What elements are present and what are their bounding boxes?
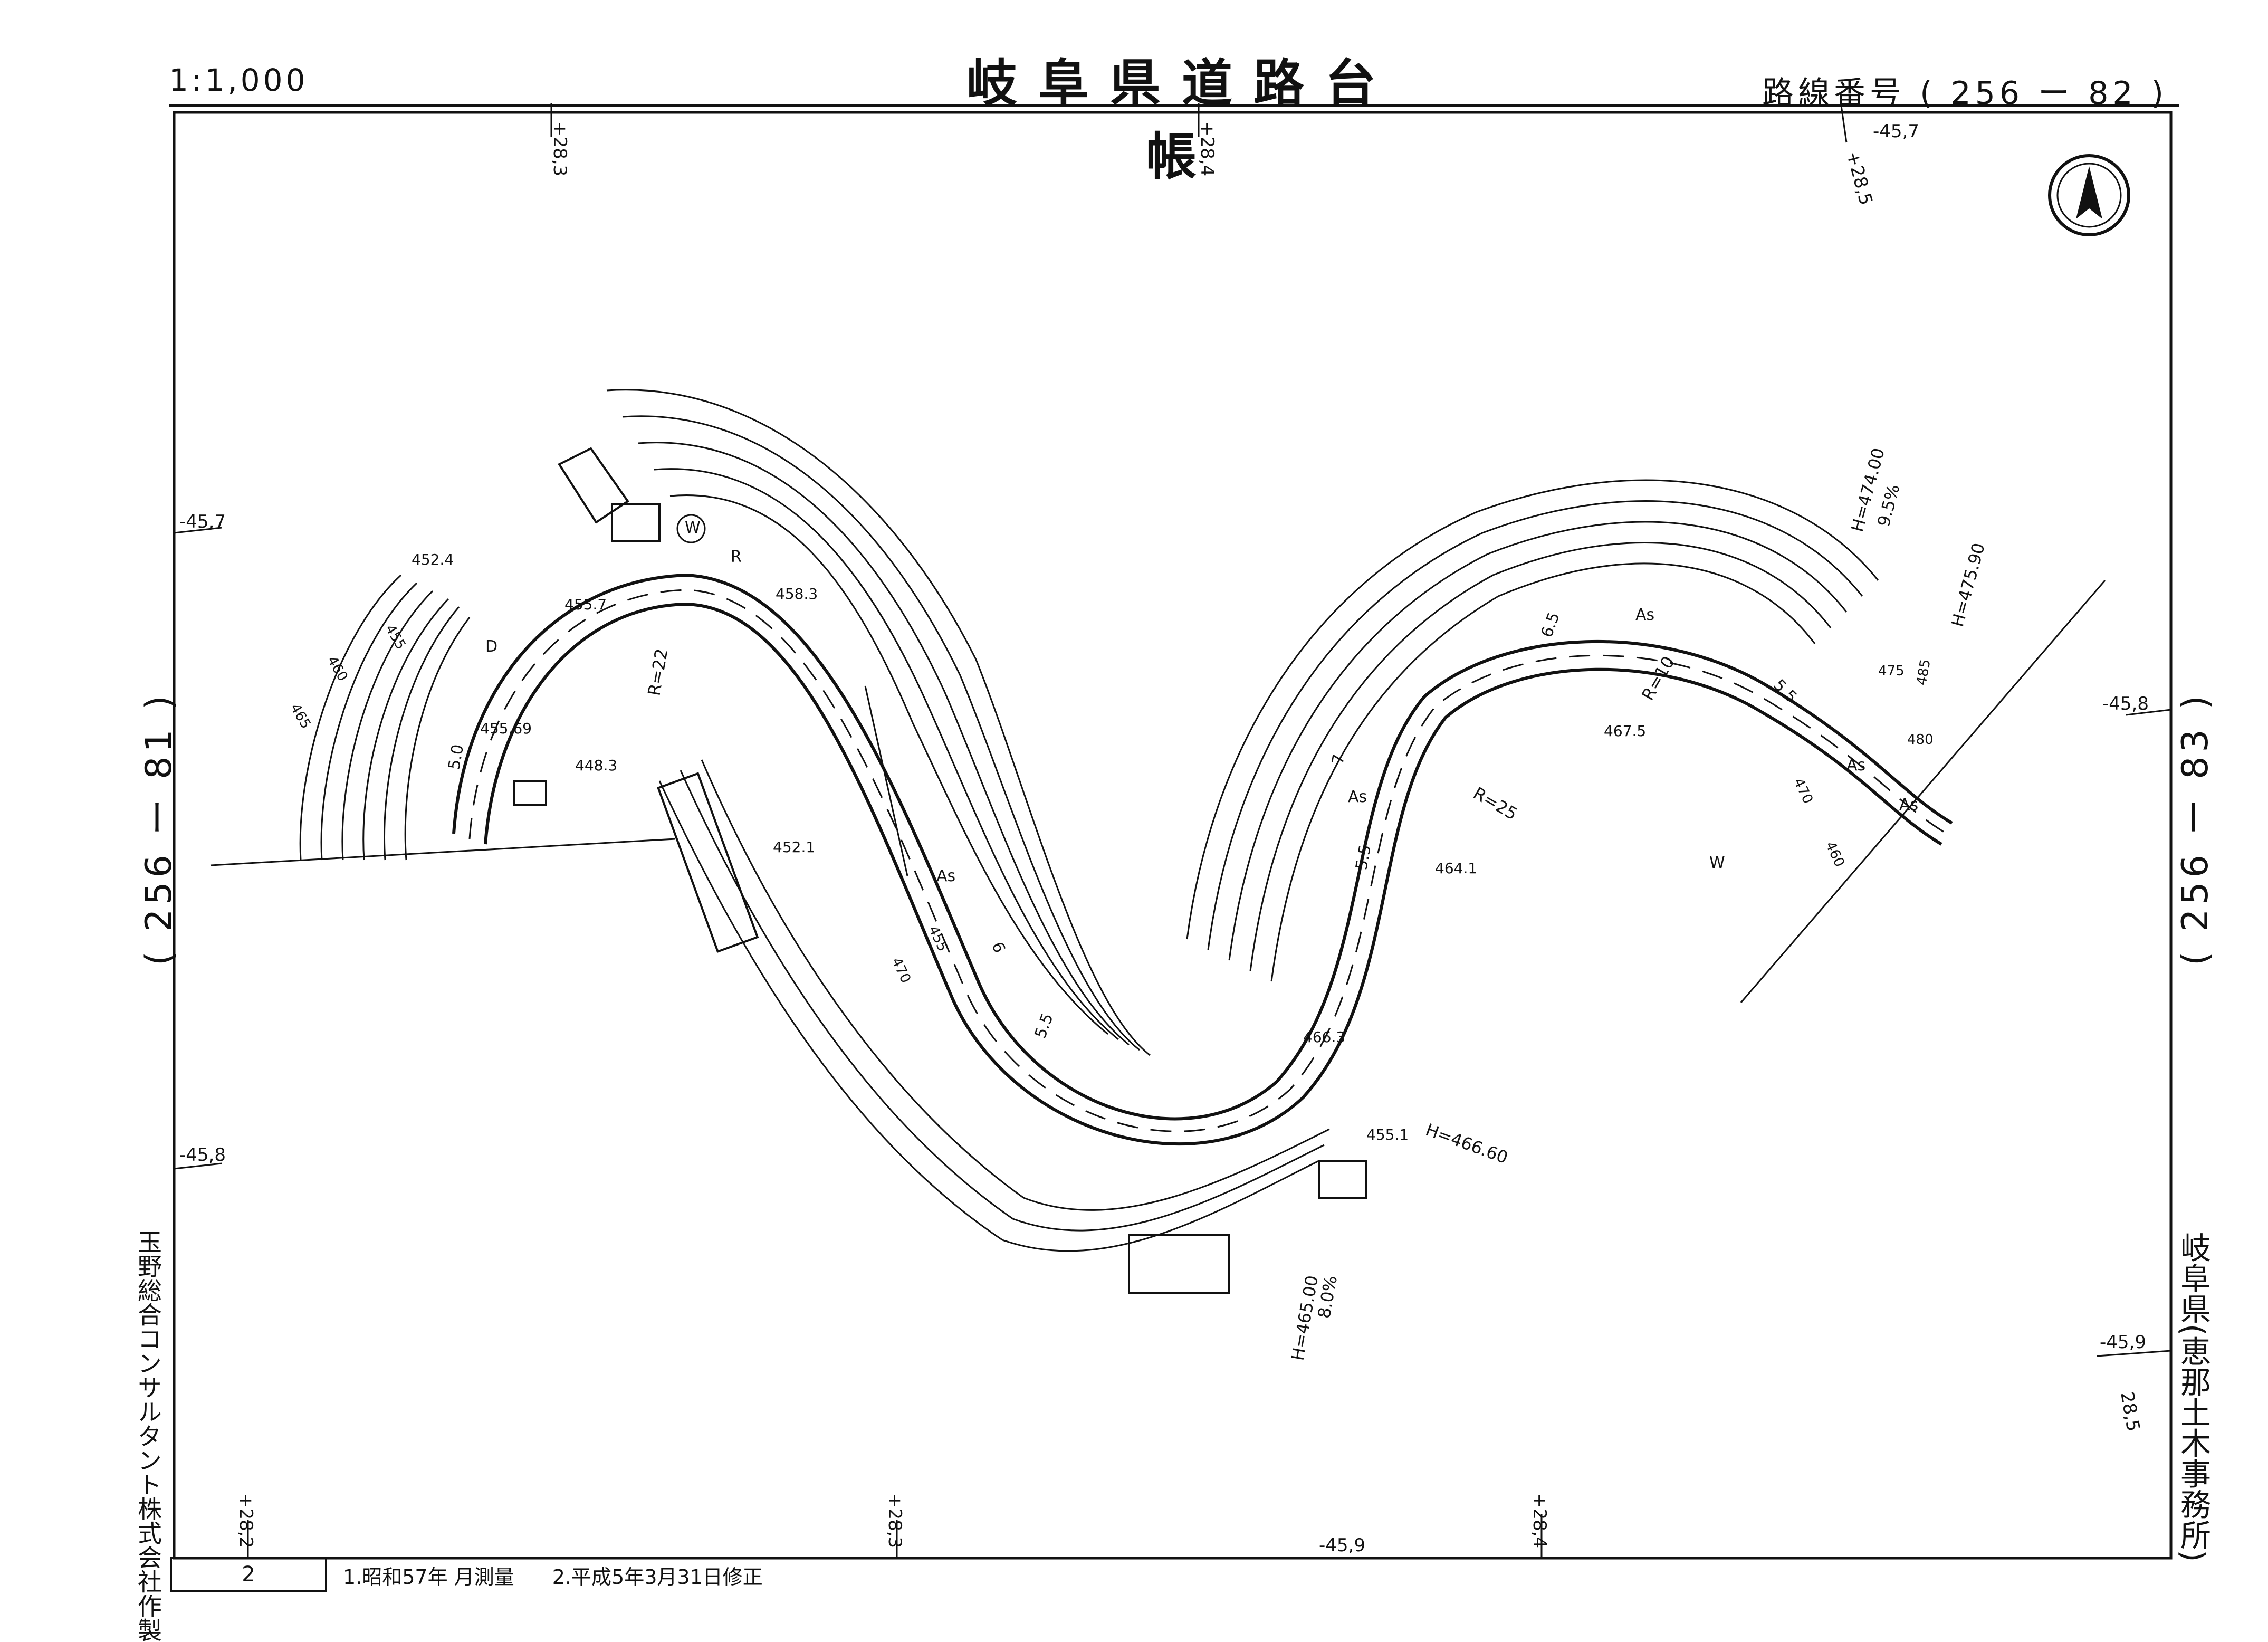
width-label: 5.5: [1352, 843, 1375, 871]
grid-label-right-2: -45,9: [2100, 1332, 2146, 1353]
surface-label: As: [1846, 756, 1865, 775]
map-symbol: W: [685, 519, 701, 537]
elevation-label: 452.4: [412, 551, 454, 568]
grid-label-bottom-2: +28,3: [884, 1493, 905, 1548]
map-symbol: D: [485, 637, 497, 656]
grid-label-bottom-1: +28,2: [235, 1493, 256, 1548]
map-frame: [173, 111, 2173, 1560]
radius-label: R=22: [644, 647, 672, 697]
grade-label: H=465.00: [1287, 1274, 1322, 1362]
boundary-lines: [210, 580, 2106, 1003]
grid-label-top-3: +28,5: [1842, 149, 1877, 207]
slope-lines: [658, 759, 1330, 1252]
contour-lines-right: [1186, 479, 1879, 982]
surveyor-credit: 玉野総合コンサルタント株式会社作製: [134, 1229, 162, 1642]
contour-value: 485: [1913, 658, 1934, 686]
contour-value: 470: [1791, 776, 1816, 806]
elevation-label: 452.1: [773, 838, 815, 856]
issuing-office: 岐阜県(恵那土木事務所): [2175, 1232, 2211, 1562]
revision-notes: 1.昭和57年 月測量 2.平成5年3月31日修正: [343, 1561, 795, 1590]
surface-label: As: [1635, 606, 1654, 624]
grid-label-left-2: -45,8: [179, 1144, 226, 1166]
width-label: 7: [1328, 753, 1348, 766]
grid-label-right-1: -45,8: [2102, 693, 2149, 714]
width-label: 5.5: [1031, 1011, 1057, 1041]
contour-value: 460: [324, 654, 351, 684]
elevation-label: 455.1: [1366, 1126, 1409, 1143]
revision-note: 2.平成5年3月31日修正: [552, 1565, 763, 1589]
elevation-label: 466.3: [1303, 1028, 1345, 1046]
contour-value: 470: [888, 955, 914, 986]
page-title: 岐阜県道路台帳: [966, 54, 1397, 186]
sheet-number: 2: [170, 1557, 327, 1592]
radius-label: R=25: [1470, 783, 1521, 824]
elevation-label: 455.7: [564, 596, 607, 613]
survey-note: 1.昭和57年 月測量: [343, 1565, 514, 1589]
grid-label-bottom-3: +28,4: [1529, 1493, 1550, 1548]
surface-label: As: [936, 867, 955, 885]
elevation-label: 467.5: [1604, 722, 1646, 740]
grid-label-bottom-mid: -45,9: [1319, 1535, 1365, 1556]
width-label: 6: [988, 940, 1008, 956]
grid-label-top-right: -45,7: [1873, 121, 1919, 142]
surface-label: As: [1348, 788, 1367, 806]
grid-ticks: [174, 103, 2171, 1558]
elevation-label: 458.3: [776, 585, 818, 603]
grid-label-left-1: -45,7: [179, 511, 226, 532]
surface-label: As: [1899, 796, 1918, 814]
elevation-label: 455.69: [480, 720, 532, 737]
water-well-icon: [676, 514, 706, 543]
grid-label-top-2: +28,4: [1197, 121, 1218, 176]
width-label: 5.0: [445, 743, 467, 771]
grid-label-top-1: +28,3: [549, 121, 570, 176]
contour-value: 455: [925, 923, 951, 954]
elevation-label: 464.1: [1435, 860, 1477, 877]
width-label: 6.5: [1538, 610, 1564, 640]
north-arrow-icon: [2048, 154, 2130, 236]
contour-value: 465: [287, 701, 314, 732]
grid-label-right-3: 28,5: [2116, 1390, 2144, 1433]
contour-lines-left: [299, 574, 471, 861]
road-alignment: [452, 573, 1953, 1146]
map-symbol: R: [731, 548, 742, 566]
contour-lines-center: [606, 389, 1151, 1056]
map-symbol: W: [1709, 854, 1725, 872]
grade-label: H=466.60: [1423, 1120, 1510, 1168]
contour-value: 480: [1907, 732, 1934, 748]
buildings: [513, 447, 1367, 1294]
contour-value: 475: [1878, 663, 1905, 679]
road-ledger-map: +28,3 +28,4 +28,5 -45,7 -45,7 -45,8 -45,…: [169, 103, 2179, 1560]
elevation-label: 448.3: [575, 757, 617, 774]
map-scale: 1:1,000: [169, 62, 309, 98]
contour-value: 460: [1822, 839, 1848, 870]
grade-label: H=475.90: [1947, 541, 1989, 629]
